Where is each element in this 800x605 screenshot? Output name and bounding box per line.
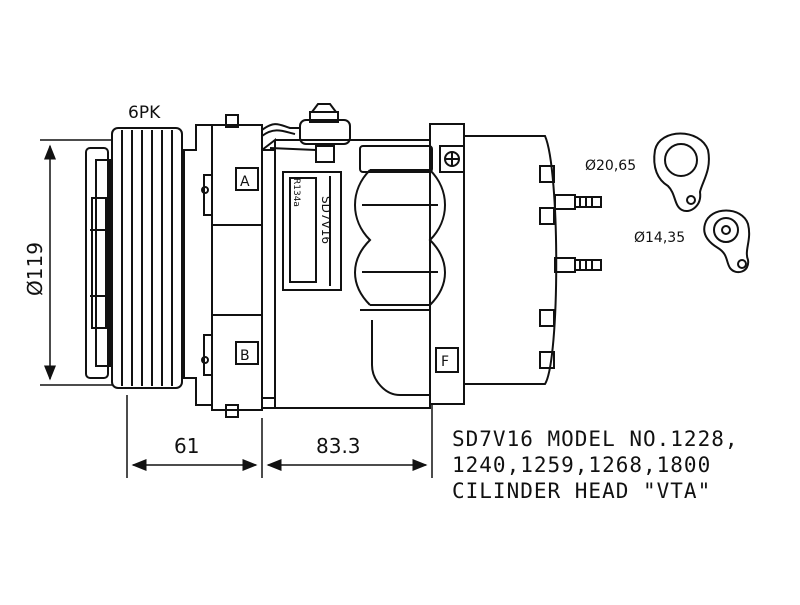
control-valve bbox=[261, 103, 465, 173]
port-gasket-small bbox=[703, 209, 751, 274]
caption-line-2: 1240,1259,1268,1800 bbox=[452, 453, 711, 477]
diameter-dimension: Ø119 bbox=[23, 242, 47, 296]
marker-a: A bbox=[240, 174, 250, 190]
marker-f: F bbox=[441, 354, 449, 370]
belt-profile-label: 6PK bbox=[128, 103, 161, 123]
pulley-width-dimension: 61 bbox=[174, 434, 199, 458]
refrigerant-label: R134a bbox=[291, 178, 301, 207]
small-port-diameter: Ø14,35 bbox=[634, 230, 685, 246]
port-gasket-large bbox=[653, 132, 710, 212]
body-length-dimension: 83.3 bbox=[316, 434, 361, 458]
model-plate-label: SD7V16 bbox=[319, 196, 333, 244]
caption-line-1: SD7V16 MODEL NO.1228, bbox=[452, 427, 739, 451]
large-port-diameter: Ø20,65 bbox=[585, 158, 636, 174]
marker-b: B bbox=[240, 348, 250, 364]
compressor-body bbox=[261, 137, 446, 409]
rear-head bbox=[429, 123, 602, 405]
pulley bbox=[85, 127, 183, 389]
caption-line-3: CILINDER HEAD "VTA" bbox=[452, 479, 711, 503]
dimension-lengths bbox=[126, 395, 433, 478]
dimension-diameter bbox=[40, 139, 112, 386]
